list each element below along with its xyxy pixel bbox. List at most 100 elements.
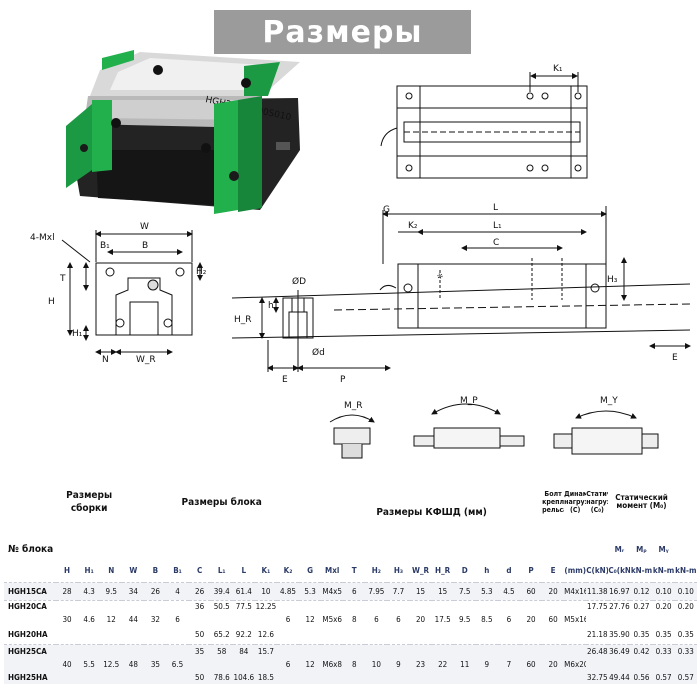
col-symbol: K₁ (254, 560, 277, 583)
table-cell: 15 (431, 582, 454, 601)
table-cell-model: HGH25HA (4, 671, 56, 684)
front-section-drawing (61, 230, 203, 355)
table-cell: 60 (548, 615, 558, 624)
col-symbol: L (232, 560, 255, 583)
table-header-moment-symbols: Mᵣ Mₚ Mᵧ (4, 538, 697, 560)
table-cell: M6x8 (321, 658, 344, 671)
table-cell: 104.6 (232, 671, 255, 684)
table-cell (410, 600, 432, 613)
label-mp: M_P (460, 396, 478, 406)
table-cell: 32 (150, 615, 160, 624)
table-cell (210, 658, 233, 671)
table-cell (432, 600, 454, 613)
col-symbol: C₀(kN) (608, 560, 631, 583)
table-cell (453, 644, 476, 658)
table-cell (254, 658, 277, 671)
table-cell (166, 626, 189, 645)
label-h1: H₁ (72, 329, 83, 339)
table-cell (564, 626, 587, 645)
table-cell: 32.75 (586, 671, 609, 684)
table-cell (564, 600, 586, 613)
table-cell: 50 (188, 626, 211, 645)
table-cell (453, 626, 476, 645)
table-cell: 20 (542, 658, 565, 671)
col-symbol: T (343, 560, 366, 583)
col-symbol: B₁ (166, 560, 189, 583)
table-cell: 17.5 (434, 615, 451, 624)
table-cell: 0.42 (630, 644, 653, 658)
table-cell: 5.3 (475, 582, 498, 601)
table-cell (497, 644, 520, 658)
linear-block-render: HGH20CA 200S010 (66, 50, 300, 214)
table-cell: 11 (453, 658, 476, 671)
table-cell (189, 613, 211, 626)
table-cell (365, 644, 388, 658)
table-cell (100, 644, 123, 658)
table-cell (78, 644, 101, 658)
table-cell (586, 613, 608, 626)
col-symbol: C (188, 560, 211, 583)
table-cell: 35 (144, 658, 167, 671)
label-my: M_Y (600, 396, 618, 406)
page-title: Размеры (214, 10, 471, 54)
label-n: N (102, 355, 109, 365)
table-cell (78, 671, 101, 684)
table-cell (144, 600, 166, 613)
label-p: P (340, 375, 346, 385)
table-cell (166, 600, 188, 613)
table-cell: 6 (396, 615, 401, 624)
table-cell (100, 626, 123, 645)
table-cell: 4.3 (78, 582, 101, 601)
label-hr: H_R (234, 315, 252, 325)
table-cell: 6 (276, 658, 300, 671)
table-cell (56, 600, 78, 613)
table-cell (409, 644, 432, 658)
table-cell (343, 600, 365, 613)
table-cell: 40 (56, 658, 79, 671)
col-block-number: № блока (8, 544, 54, 555)
col-symbol: E (542, 560, 565, 583)
table-cell: 0.20 (655, 602, 672, 612)
table-cell (454, 600, 476, 613)
table-cell (387, 600, 409, 613)
table-cell (431, 626, 454, 645)
col-symbol: kN-m (630, 560, 653, 583)
table-cell: 26.48 (586, 644, 609, 658)
table-cell (166, 671, 189, 684)
table-cell: 0.57 (674, 671, 697, 684)
table-cell: 50.5 (213, 602, 230, 612)
col-symbol: D (453, 560, 476, 583)
label-k2: K₂ (408, 221, 418, 231)
table-cell: 77.5 (235, 602, 252, 612)
label-wr: W_R (136, 355, 156, 365)
table-cell: 4.6 (83, 615, 95, 624)
label-od: ØD (292, 276, 306, 287)
table-cell (586, 658, 609, 671)
table-cell (78, 626, 101, 645)
label-c: C (493, 238, 499, 248)
table-cell (276, 671, 300, 684)
table-cell (475, 644, 498, 658)
table-cell: 0.33 (674, 644, 697, 658)
label-t: T (59, 274, 66, 284)
table-cell: M5x6 (322, 615, 342, 624)
table-cell (100, 671, 123, 684)
table-cell: 27.76 (609, 602, 630, 612)
label-e2: E (672, 353, 678, 363)
table-cell (475, 671, 498, 684)
table-cell: 30 (62, 615, 72, 624)
table-cell (56, 644, 79, 658)
spec-table: № блока Размеры сборки Размеры блока Раз… (4, 466, 697, 684)
table-cell: 0.20 (677, 602, 694, 612)
table-cell: 28 (56, 582, 79, 601)
table-cell (519, 644, 543, 658)
table-cell (100, 600, 122, 613)
table-cell: 7.5 (453, 582, 476, 601)
moment-symbol: Mₚ (636, 544, 647, 554)
table-cell: 0.57 (652, 671, 675, 684)
table-cell: 17.75 (586, 602, 608, 612)
table-cell: 6 (175, 615, 180, 624)
moment-mp-diagram (413, 403, 525, 449)
table-cell (519, 626, 543, 645)
